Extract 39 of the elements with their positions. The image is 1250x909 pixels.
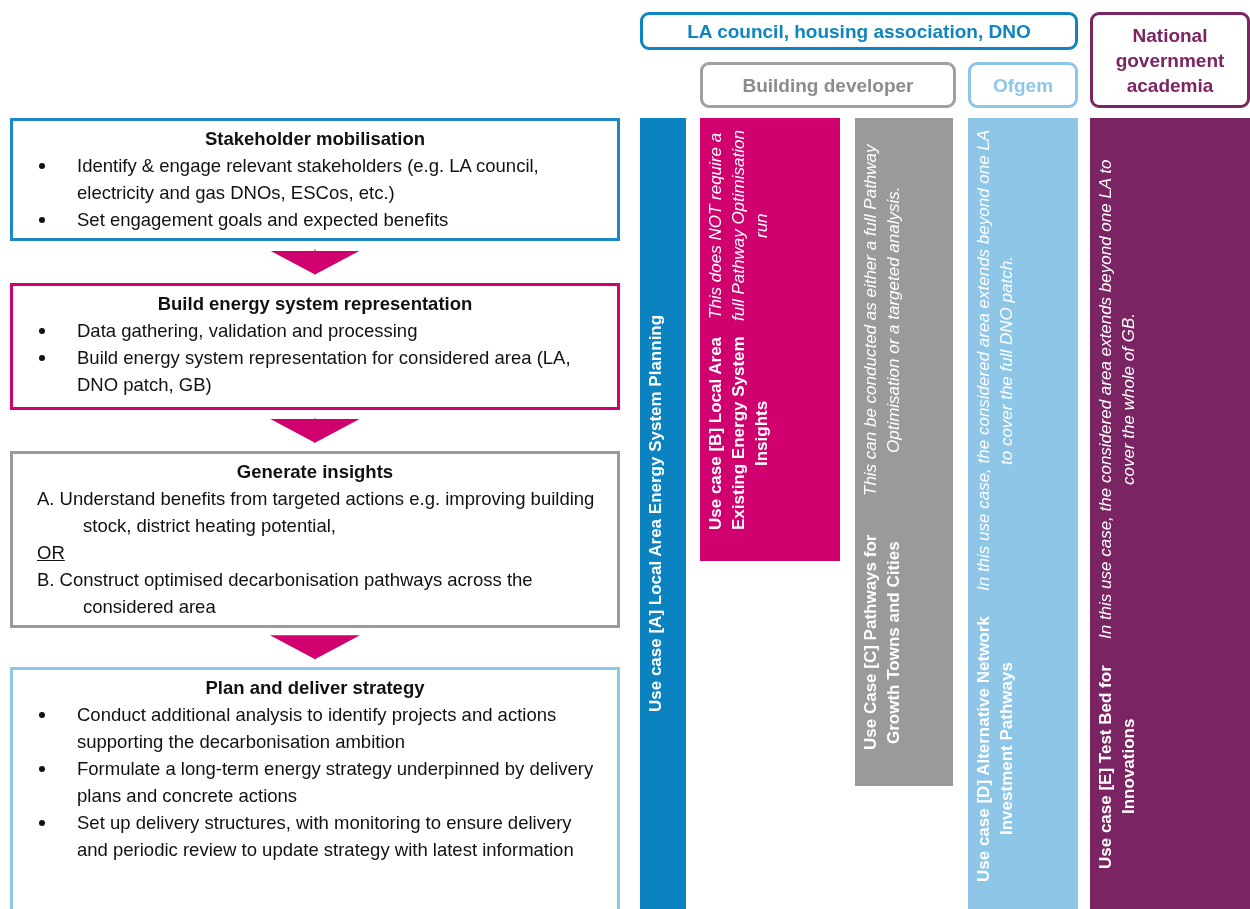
use-case-title: Use Case [C] Pathways for Growth Towns and Cities <box>860 533 904 753</box>
step-heading: Build energy system representation <box>156 292 474 316</box>
use-case-bar <box>968 118 1078 909</box>
process-box <box>10 283 620 410</box>
list-item: Conduct additional analysis to identify projects and actions supporting the decarbonisation ambition <box>27 701 603 755</box>
step-heading: Generate insights <box>235 460 395 484</box>
stakeholder-label: LA council, housing association, DNO <box>640 12 1078 50</box>
stakeholder-label: National government academia <box>1090 12 1250 108</box>
chevron-arrow <box>270 635 360 660</box>
list-item: Build energy system representation for considered area (LA, DNO patch, GB) <box>27 344 603 398</box>
use-case-title: Use case [E] Test Bed for Innovations <box>1095 663 1139 871</box>
chevron-arrow <box>270 417 360 444</box>
chevron-arrow <box>270 248 360 276</box>
use-case-description: In this use case, the considered area extends beyond one LA to cover the whole of GB. <box>1095 158 1139 641</box>
process-box <box>10 451 620 628</box>
use-case-description: This does NOT require a full Pathway Optimisation run <box>705 129 772 324</box>
use-case-description: In this use case, the considered area extends beyond one LA to cover the full DNO patch. <box>973 128 1017 593</box>
connector-word: OR <box>36 541 66 565</box>
list-item: Set up delivery structures, with monitoring to ensure delivery and periodic review to update strategy with latest information <box>27 809 603 863</box>
use-case-bar <box>855 118 953 786</box>
process-box <box>10 667 620 909</box>
list-item: A. Understand benefits from targeted actions e.g. improving building stock, district heating potential, <box>36 487 596 538</box>
use-case-title: Use case [D] Alternative Network Investment Pathways <box>973 614 1017 884</box>
stakeholder-label: Building developer <box>700 62 956 108</box>
stakeholder-label: Ofgem <box>968 62 1078 108</box>
use-case-description: This can be conducted as either a full Pathway Optimisation or a targeted analysis. <box>860 143 904 498</box>
list-item: Formulate a long-term energy strategy underpinned by delivery plans and concrete actions <box>27 755 603 809</box>
use-case-title: Use case [B] Local Area Existing Energy System Insights <box>705 335 772 533</box>
use-case-bar <box>640 118 686 909</box>
list-item: Data gathering, validation and processing <box>27 317 603 344</box>
use-case-title: Use case [A] Local Area Energy System Planning <box>645 314 666 712</box>
use-case-bar <box>1090 118 1250 909</box>
step-heading: Stakeholder mobilisation <box>204 127 426 151</box>
use-case-bar <box>700 118 840 561</box>
step-heading: Plan and deliver strategy <box>204 676 426 700</box>
process-box <box>10 118 620 241</box>
list-item: Identify & engage relevant stakeholders (e.g. LA council, electricity and gas DNOs, ESCos, etc.) <box>27 152 603 206</box>
list-item: Set engagement goals and expected benefits <box>27 206 603 233</box>
list-item: B. Construct optimised decarbonisation pathways across the considered area <box>36 568 534 619</box>
